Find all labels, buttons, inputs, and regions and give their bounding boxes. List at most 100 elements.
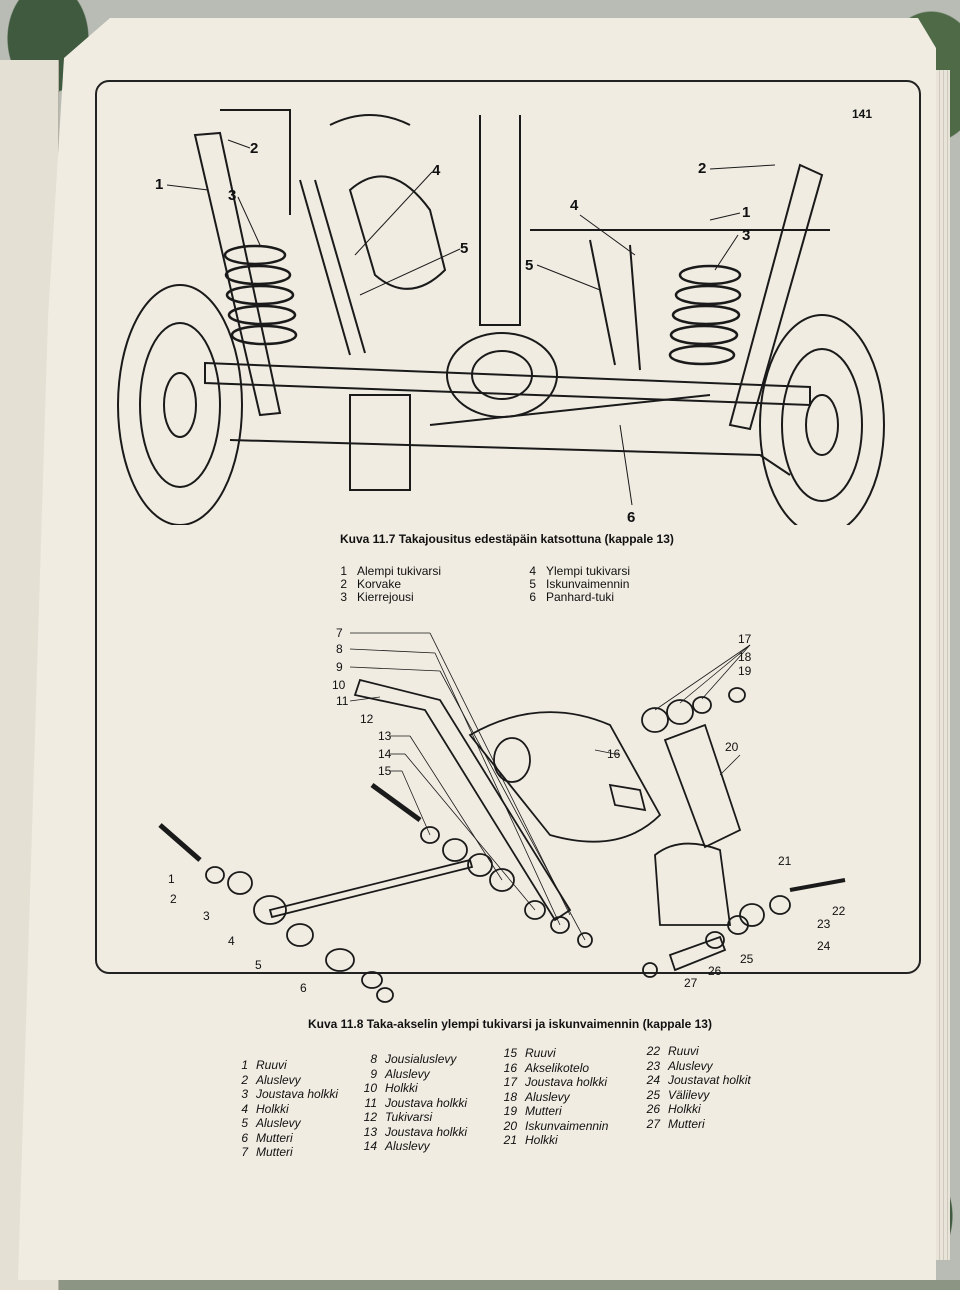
legend-item: 17 Joustava holkki [497,1075,608,1090]
callout-label: 1 [742,204,750,221]
legend-label: Holkki [668,1102,701,1116]
legend-number: 17 [503,1075,517,1089]
legend-label: Ruuvi [256,1058,287,1072]
legend-label: Mutteri [256,1130,293,1145]
legend-label: Iskunvaimennin [525,1118,609,1133]
legend-label: Aluslevy [385,1066,430,1081]
legend-number: 2 [241,1072,248,1087]
legend-number: 2 [340,577,347,591]
legend-label: Holkki [385,1081,418,1095]
upper-arm-shock-exploded-illustration: 7 8 9 10 11 12 13 14 15 1 2 3 4 5 6 16 1… [158,626,846,1003]
callout-label: 14 [378,747,392,761]
callout-label: 9 [336,660,343,674]
legend-number: 3 [241,1087,248,1101]
legend-label: Ruuvi [525,1046,556,1060]
legend-number: 19 [503,1104,517,1118]
callout-label: 25 [740,952,754,966]
legend-number: 27 [646,1116,660,1131]
callout-label: 5 [255,958,262,972]
callout-label: 17 [738,632,752,646]
callout-label: 5 [525,257,533,274]
callout-label: 6 [300,981,307,995]
legend-label: Välilevy [668,1087,710,1102]
legend-label: Aluslevy [256,1072,301,1087]
callout-label: 11 [336,694,349,708]
callout-label: 6 [627,509,635,525]
callout-label: 12 [360,712,374,726]
legend-number: 13 [363,1124,377,1139]
legend-label: Joustava holkki [385,1095,468,1110]
legend-label: Korvake [357,577,402,591]
legend-label: Aluslevy [525,1089,570,1104]
legend-label: Tukivarsi [385,1110,433,1124]
legend-number: 5 [241,1116,248,1130]
legend-item: 20 Iskunvaimennin [497,1118,609,1134]
callout-label: 3 [228,187,236,204]
legend-number: 11 [364,1095,377,1110]
legend-item: 2 Aluslevy [228,1073,338,1088]
legend-label: Joustava holkki [525,1075,608,1089]
legend-number: 7 [241,1145,248,1159]
legend-number: 1 [340,564,347,578]
callout-label: 3 [742,227,750,244]
callout-label: 26 [708,964,722,978]
callout-label: 13 [378,729,392,743]
callout-label: 2 [170,892,177,906]
callout-label: 4 [570,197,579,214]
legend-number: 20 [503,1118,517,1133]
legend-item: 11 Joustava holkki [357,1095,468,1111]
legend-label: Mutteri [668,1116,705,1131]
legend-item: 2 Korvake [331,578,441,591]
callout-label: 1 [168,872,175,886]
legend-number: 26 [646,1102,660,1116]
legend-number: 6 [529,590,536,604]
legend-item: 7 Mutteri [228,1145,338,1160]
legend-number: 22 [646,1044,660,1058]
legend-number: 5 [529,577,536,591]
legend-label: Aluslevy [256,1116,301,1130]
legend-item: 27 Mutteri [640,1117,751,1132]
legend-item: 13 Joustava holkki [357,1125,467,1140]
callout-label: 3 [203,909,210,923]
legend-label: Joustava holkki [385,1124,468,1139]
page-frame [95,80,921,974]
callout-label: 19 [738,664,752,678]
legend-label: Ylempi tukivarsi [546,564,631,578]
legend-label: Iskunvaimennin [546,577,630,591]
legend-label: Mutteri [256,1145,293,1159]
legend-item: 4 Ylempi tukivarsi [520,565,630,578]
legend-label: Aluslevy [385,1139,430,1153]
callout-label: 1 [155,176,163,193]
legend-label: Kierrejousi [357,590,414,604]
callout-label: 8 [336,642,343,656]
legend-number: 8 [370,1052,377,1066]
rear-suspension-illustration: 2 1 3 4 5 2 1 3 4 5 6 [117,109,885,525]
legend-number: 4 [529,564,536,578]
figure-caption: Kuva 11.7 Takajousitus edestäpäin katsot… [340,532,674,546]
callout-label: 7 [336,626,343,640]
callout-label: 22 [832,904,846,918]
page-number: 141 [852,107,873,121]
callout-label: 15 [378,764,392,778]
legend-label: Joustava holkki [256,1087,339,1101]
legend-label: Joustavat holkit [668,1073,751,1087]
callout-label: 20 [725,740,739,754]
legend-number: 6 [241,1130,248,1145]
legend-number: 16 [503,1060,517,1075]
